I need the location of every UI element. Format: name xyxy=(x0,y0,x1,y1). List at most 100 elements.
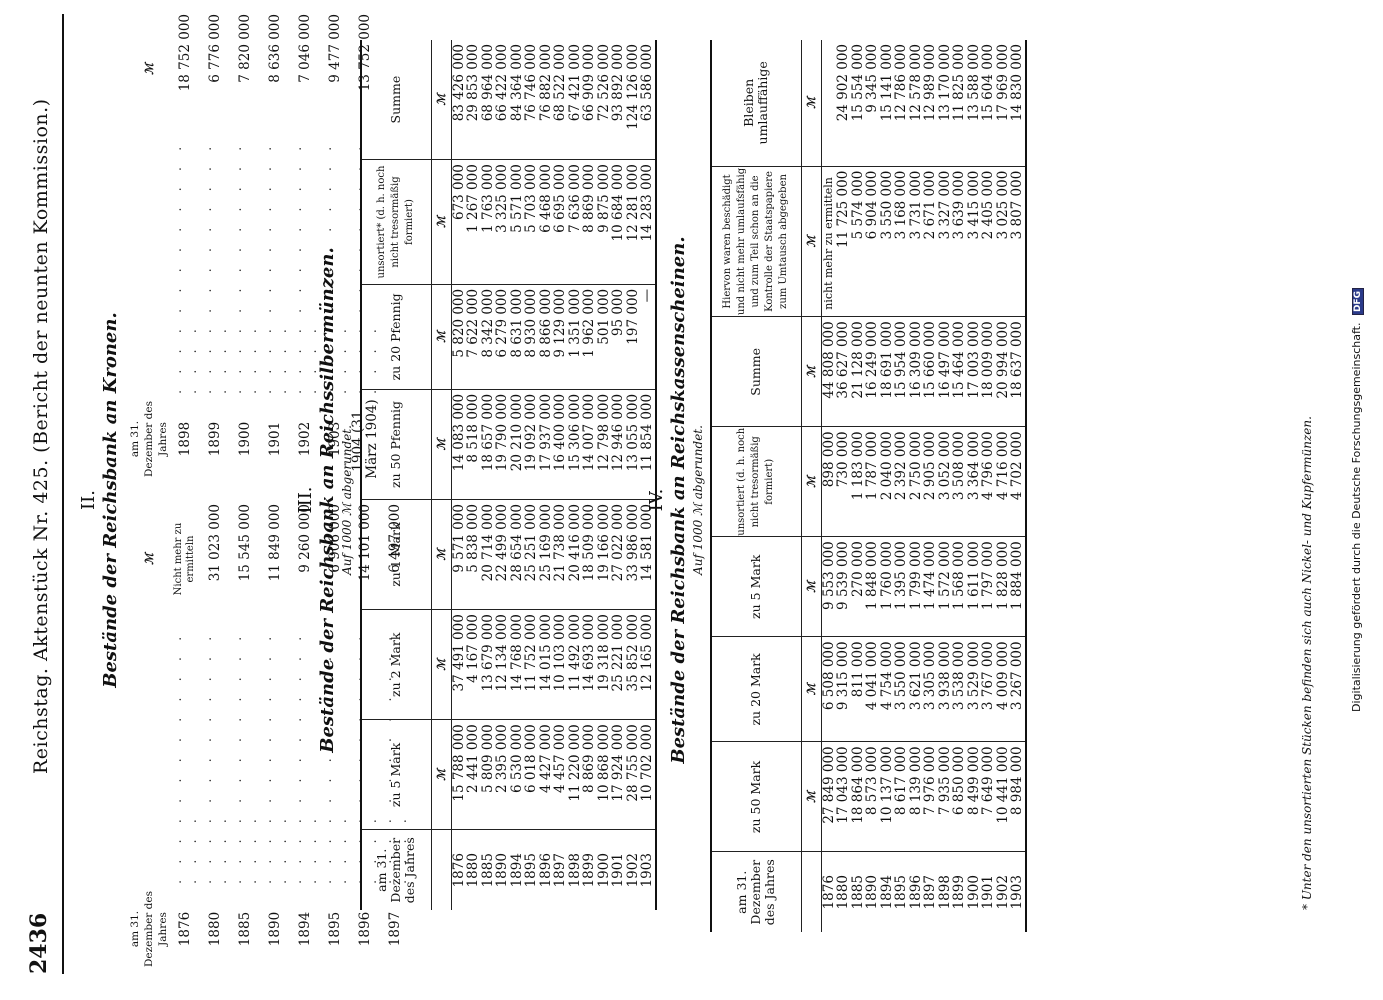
value-cell: 21 128 000 xyxy=(850,316,866,427)
value-cell: 811 000 xyxy=(850,636,866,742)
value-cell: 15 464 000 xyxy=(951,316,967,427)
value-cell: 8 636 000 xyxy=(266,14,283,83)
value-cell: 8 984 000 xyxy=(1009,741,1026,852)
value-cell xyxy=(821,40,836,167)
value-cell: 16 249 000 xyxy=(864,316,880,427)
value-cell: 19 318 000 xyxy=(596,609,612,720)
value-cell: 31 023 000 xyxy=(206,504,223,582)
value-cell: 3 621 000 xyxy=(908,636,924,742)
value-cell: 1 962 000 xyxy=(581,284,597,390)
list-row: 1890. . . . . . . . . . . . . . . . .11 … xyxy=(260,504,290,974)
value-cell: 3 550 000 xyxy=(893,636,909,742)
value-cell: 28 654 000 xyxy=(509,499,525,610)
value-cell: 95 000 xyxy=(610,284,626,390)
section-iv-subtitle: Auf 1000 ℳ abgerundet. xyxy=(691,425,705,575)
value-cell: 22 499 000 xyxy=(494,499,510,610)
unit-cell: ℳ xyxy=(431,284,451,390)
value-cell: 10 103 000 xyxy=(552,609,568,720)
year-cell: 1894 xyxy=(508,853,525,888)
value-cell: 11 825 000 xyxy=(951,40,967,167)
value-cell: 16 309 000 xyxy=(908,316,924,427)
year-cell: 1898 xyxy=(566,853,583,888)
value-cell: 28 755 000 xyxy=(625,719,641,830)
year-cell: 1895 xyxy=(523,853,539,888)
value-cell: 13 588 000 xyxy=(966,40,982,167)
value-cell: 6 279 000 xyxy=(494,284,510,390)
value-cell: 4 702 000 xyxy=(1009,426,1026,537)
value-cell: 3 364 000 xyxy=(966,426,982,537)
unit-cell: ℳ xyxy=(801,741,821,852)
value-cell: 8 139 000 xyxy=(908,741,924,852)
value-cell: 3 325 000 xyxy=(494,159,510,285)
value-cell: 9 553 000 xyxy=(821,536,837,637)
value-cell: 3 538 000 xyxy=(951,636,967,742)
list-row: 1901. . . . . . . . . . . . . . . . .8 6… xyxy=(260,14,290,484)
value-cell: 124 126 000 xyxy=(625,40,641,160)
value-cell: 5 809 000 xyxy=(480,719,496,830)
year-cell: 1901 xyxy=(980,875,996,910)
column-header: Summe xyxy=(711,316,801,427)
value-cell: 83 426 000 xyxy=(451,40,467,160)
value-cell: 4 796 000 xyxy=(980,426,996,537)
value-cell: 25 221 000 xyxy=(610,609,626,720)
value-cell: 27 022 000 xyxy=(610,499,626,610)
year-cell: 1890 xyxy=(864,875,880,910)
unit-cell: ℳ xyxy=(801,536,821,637)
value-cell: 1 797 000 xyxy=(980,536,996,637)
value-cell: 8 866 000 xyxy=(538,284,554,390)
year-cell: 1897 xyxy=(922,875,938,910)
value-cell: 6 468 000 xyxy=(538,159,554,285)
value-cell: 21 738 000 xyxy=(552,499,568,610)
value-cell: 8 617 000 xyxy=(893,741,909,852)
value-cell: 76 746 000 xyxy=(523,40,539,160)
value-cell: 68 522 000 xyxy=(552,40,568,160)
column-header: Summe xyxy=(361,40,431,160)
column-header: zu 50 Pfennig xyxy=(361,389,431,500)
digitization-text: Digitalisierung gefördert durch die Deut… xyxy=(1350,322,1363,712)
leader-dots: . . . . . . . . . . . . . . . . . xyxy=(170,140,200,394)
value-cell: 5 838 000 xyxy=(465,499,481,610)
leader-dots: . . . . . . . . . . . . . . . . . xyxy=(230,630,260,884)
value-cell: 1 351 000 xyxy=(567,284,583,390)
year-cell: 1880 xyxy=(835,875,851,910)
value-cell: 17 924 000 xyxy=(610,719,626,830)
value-cell: 4 009 000 xyxy=(995,636,1011,742)
value-cell: 12 798 000 xyxy=(596,389,612,500)
value-cell: 44 808 000 xyxy=(821,316,837,427)
year-cell: 1885 xyxy=(849,875,866,910)
year-cell: 1895 xyxy=(893,875,909,910)
year-cell: 1876 xyxy=(450,853,467,888)
value-cell: 17 937 000 xyxy=(538,389,554,500)
value-cell: 10 137 000 xyxy=(879,741,895,852)
list-row: 1899. . . . . . . . . . . . . . . . .6 7… xyxy=(200,14,230,484)
value-cell: Nicht mehr zu ermitteln xyxy=(173,522,196,596)
value-cell: 17 043 000 xyxy=(835,741,851,852)
value-cell: 5 571 000 xyxy=(509,159,525,285)
value-cell: 14 007 000 xyxy=(581,389,597,500)
value-cell: 13 679 000 xyxy=(480,609,496,720)
value-cell: 20 714 000 xyxy=(480,499,496,610)
year-cell: 1880 xyxy=(465,853,481,888)
section-iii-title: Bestände der Reichsbank an Reichssilberm… xyxy=(317,247,338,753)
value-cell: 14 015 000 xyxy=(538,609,554,720)
value-cell: 3 052 000 xyxy=(937,426,953,537)
unit-cell: ℳ xyxy=(801,426,821,537)
value-cell: 3 415 000 xyxy=(966,166,982,317)
year-cell: 1899 xyxy=(206,421,223,457)
value-cell: 6 018 000 xyxy=(523,719,539,830)
value-cell: 35 852 000 xyxy=(625,609,641,720)
value-cell: 1 474 000 xyxy=(922,536,938,637)
unit-cell: ℳ xyxy=(431,389,451,500)
value-cell: 5 820 000 xyxy=(451,284,467,390)
value-cell: 19 166 000 xyxy=(596,499,612,610)
column-header: zu 20 Mark xyxy=(711,636,801,742)
value-cell: 14 693 000 xyxy=(581,609,597,720)
